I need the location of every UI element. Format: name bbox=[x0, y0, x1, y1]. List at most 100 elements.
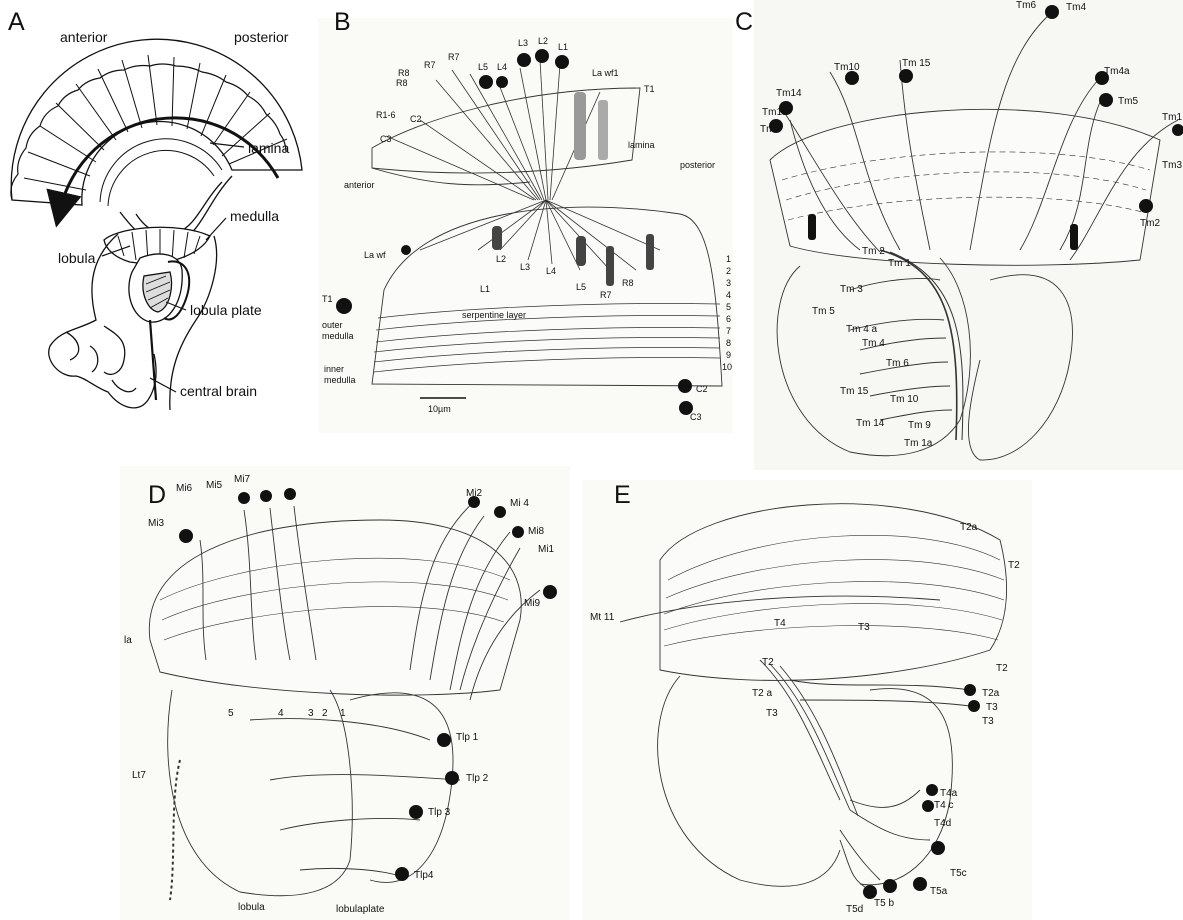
b-label-R8-top: R8 bbox=[398, 68, 410, 78]
b-label-C3-bottom: C3 bbox=[690, 412, 702, 422]
b-label-L3-bottom: L3 bbox=[520, 262, 530, 272]
d-label-lobulaplate: lobulaplate bbox=[336, 904, 385, 915]
d-label-Tlp1: Tlp 1 bbox=[456, 732, 479, 743]
b-label-R7-top: R7 bbox=[448, 52, 460, 62]
b-label-outer: outer bbox=[322, 320, 343, 330]
b-layer-7: 7 bbox=[726, 326, 731, 336]
b-label-outer-medulla: medulla bbox=[322, 331, 354, 341]
d-label-Mi8: Mi8 bbox=[528, 526, 545, 537]
b-layer-9: 9 bbox=[726, 350, 731, 360]
b-label-L3: L3 bbox=[518, 38, 528, 48]
e-label-T2a-right: T2a bbox=[982, 688, 1000, 699]
b-label-la-wf1: La wf1 bbox=[592, 68, 619, 78]
b-label-L2: L2 bbox=[538, 36, 548, 46]
d-label-Mi3: Mi3 bbox=[148, 518, 165, 529]
b-label-inner: inner bbox=[324, 364, 344, 374]
c-label-Tm6-lower: Tm 6 bbox=[886, 358, 909, 369]
d-label-lobula: lobula bbox=[238, 902, 265, 913]
c-label-Tm15-lower: Tm 15 bbox=[840, 386, 869, 397]
b-label-L5-bottom: L5 bbox=[576, 282, 586, 292]
panel-d-drawing bbox=[149, 488, 557, 900]
d-label-Mi9: Mi9 bbox=[524, 598, 541, 609]
c-label-Tm1a-lower: Tm 1a bbox=[904, 438, 933, 449]
e-label-T2a-left: T2 a bbox=[752, 688, 772, 699]
b-label-L4: L4 bbox=[497, 62, 507, 72]
c-label-Tm1: Tm1 bbox=[1162, 112, 1182, 123]
d-label-Mi6: Mi6 bbox=[176, 483, 193, 494]
label-lobula: lobula bbox=[58, 250, 96, 266]
d-layer-1: 1 bbox=[340, 708, 346, 719]
label-medulla: medulla bbox=[230, 208, 279, 224]
b-label-anterior: anterior bbox=[344, 180, 375, 190]
b-layer-5: 5 bbox=[726, 302, 731, 312]
c-label-Tm9-lower: Tm 9 bbox=[908, 420, 931, 431]
b-label-C2-top: C2 bbox=[410, 114, 422, 124]
d-label-Mi4: Mi 4 bbox=[510, 498, 529, 509]
c-label-Tm10: Tm10 bbox=[834, 62, 860, 73]
b-label-L1-bottom: L1 bbox=[480, 284, 490, 294]
e-label-T5d: T5d bbox=[846, 904, 863, 915]
e-label-T2-left: T2 bbox=[762, 657, 774, 668]
b-layer-8: 8 bbox=[726, 338, 731, 348]
e-label-T5c: T5c bbox=[950, 868, 967, 879]
label-lobula-plate: lobula plate bbox=[190, 302, 262, 318]
e-label-T2a-top: T2a bbox=[960, 522, 978, 533]
c-label-Tm14-lower: Tm 14 bbox=[856, 418, 885, 429]
b-label-R7-bottom: R7 bbox=[600, 290, 612, 300]
c-label-Tm4a-lower: Tm 4 a bbox=[846, 324, 878, 335]
panel-b-drawing bbox=[336, 49, 722, 415]
d-label-Mi1: Mi1 bbox=[538, 544, 555, 555]
d-label-la: la bbox=[124, 635, 132, 646]
b-label-L2-bottom: L2 bbox=[496, 254, 506, 264]
label-anterior: anterior bbox=[60, 29, 108, 45]
b-label-T1-bottom: T1 bbox=[322, 294, 333, 304]
d-label-Mi2: Mi2 bbox=[466, 488, 483, 499]
e-label-T2-top: T2 bbox=[1008, 560, 1020, 571]
b-label-L1: L1 bbox=[558, 42, 568, 52]
label-central-brain: central brain bbox=[180, 383, 257, 399]
b-label-serpentine: serpentine layer bbox=[462, 310, 526, 320]
b-layer-3: 3 bbox=[726, 278, 731, 288]
e-label-T4d: T4d bbox=[934, 818, 951, 829]
c-label-Tm3: Tm3 bbox=[1162, 160, 1182, 171]
e-label-T3-right: T3 bbox=[986, 702, 998, 713]
b-label-C2-bottom: C2 bbox=[696, 384, 708, 394]
e-label-T3-left: T3 bbox=[766, 708, 778, 719]
c-label-Tm4: Tm4 bbox=[1066, 2, 1086, 13]
c-label-Tm4-lower: Tm 4 bbox=[862, 338, 885, 349]
c-label-Tm4a: Tm4a bbox=[1104, 66, 1130, 77]
b-label-scalebar: 10µm bbox=[428, 404, 451, 414]
panel-a-schematic bbox=[11, 39, 302, 410]
b-label-la-wf: La wf bbox=[364, 250, 386, 260]
d-layer-5: 5 bbox=[228, 708, 234, 719]
d-layer-2: 2 bbox=[322, 708, 328, 719]
c-label-Tm2: Tm2 bbox=[1140, 218, 1160, 229]
b-label-lamina: lamina bbox=[628, 140, 655, 150]
b-label-posterior: posterior bbox=[680, 160, 715, 170]
c-label-Tm1-lower: Tm 1 bbox=[888, 258, 911, 269]
c-label-Tm5: Tm5 bbox=[1118, 96, 1138, 107]
b-layer-1: 1 bbox=[726, 254, 731, 264]
e-label-T3-top: T3 bbox=[858, 622, 870, 633]
e-label-Mt11: Mt 11 bbox=[590, 612, 615, 623]
c-label-Tm1a: Tm1a bbox=[762, 107, 788, 118]
b-label-inner-medulla: medulla bbox=[324, 375, 356, 385]
b-label-L4-bottom: L4 bbox=[546, 266, 556, 276]
e-label-T4a: T4a bbox=[940, 788, 958, 799]
c-label-Tm14: Tm14 bbox=[776, 88, 802, 99]
b-label-R8-top2: R8 bbox=[396, 78, 408, 88]
e-label-T5a: T5a bbox=[930, 886, 948, 897]
c-label-Tm5-lower: Tm 5 bbox=[812, 306, 835, 317]
b-label-R8-bottom: R8 bbox=[622, 278, 634, 288]
c-label-Tm9: Tm9 bbox=[760, 124, 780, 135]
d-label-Tlp2: Tlp 2 bbox=[466, 773, 489, 784]
d-label-Lt7: Lt7 bbox=[132, 770, 146, 781]
e-label-T5b: T5 b bbox=[874, 898, 894, 909]
d-layer-3: 3 bbox=[308, 708, 314, 719]
b-label-R1-6: R1-6 bbox=[376, 110, 396, 120]
c-label-Tm3-lower: Tm 3 bbox=[840, 284, 863, 295]
e-label-T3-right2: T3 bbox=[982, 716, 994, 727]
label-posterior: posterior bbox=[234, 29, 289, 45]
b-layer-2: 2 bbox=[726, 266, 731, 276]
